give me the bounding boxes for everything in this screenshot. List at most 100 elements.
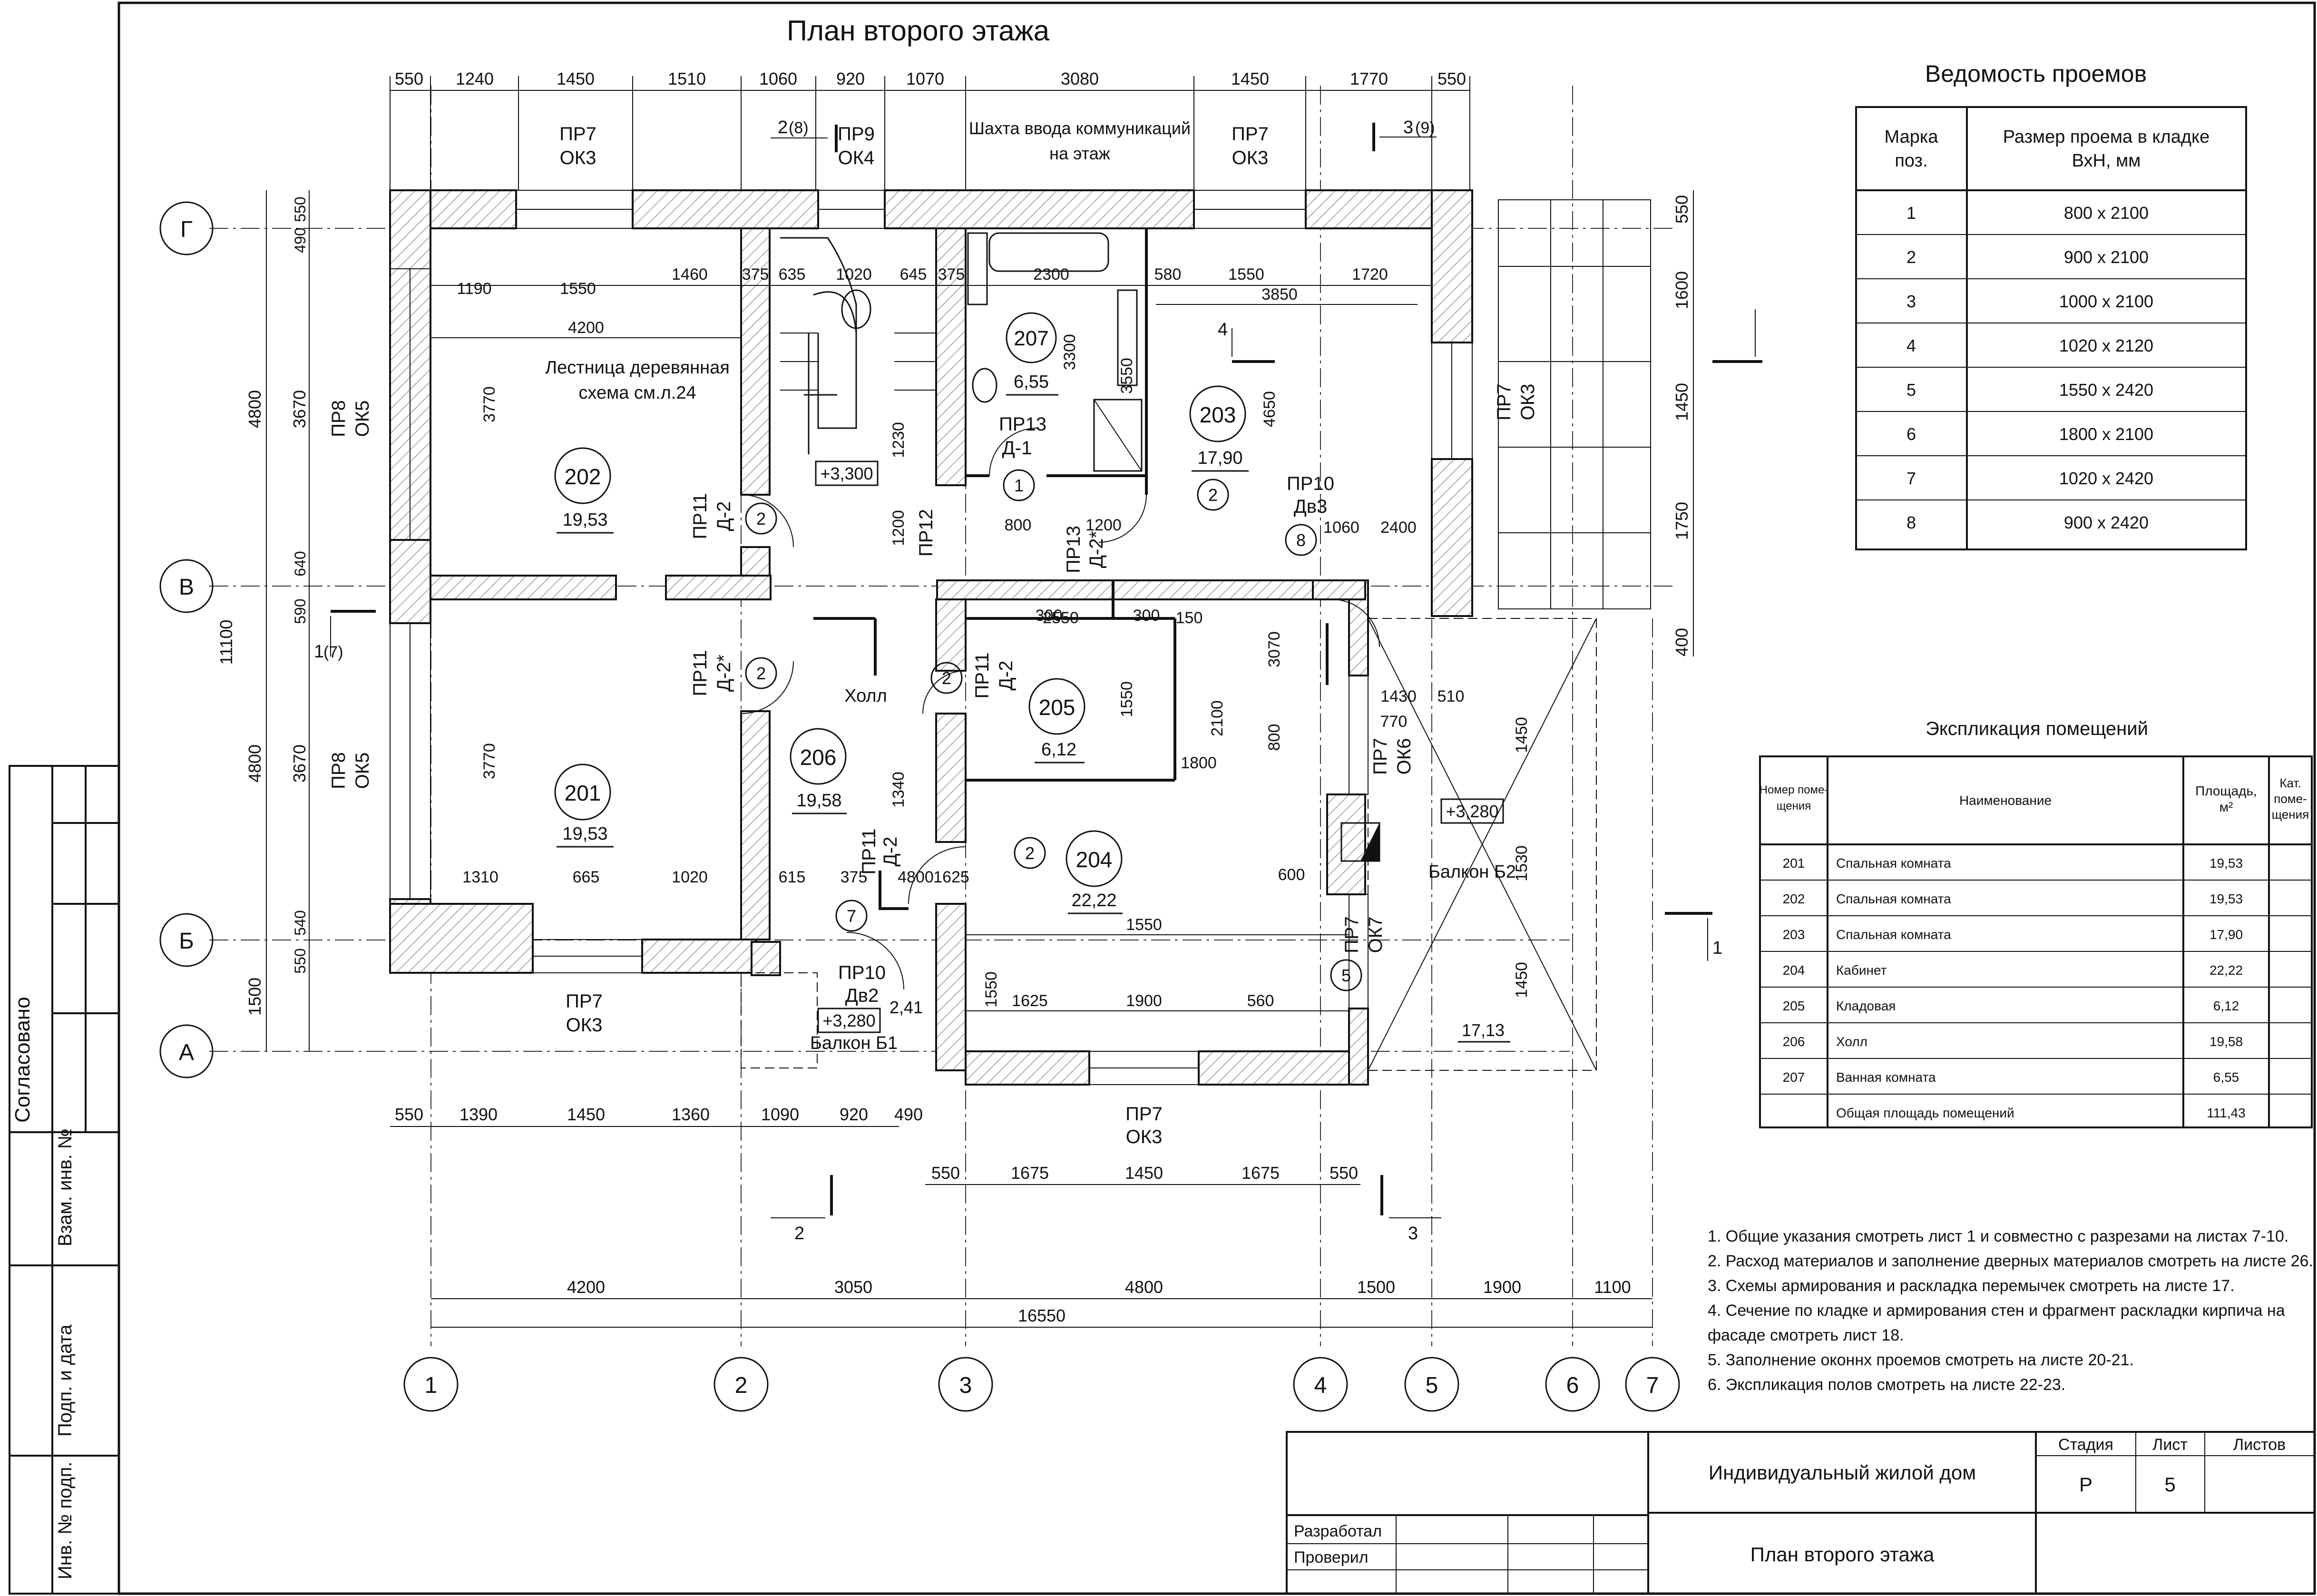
staircase	[780, 237, 936, 454]
level-mark-balcony1: +3,280	[822, 1011, 875, 1030]
rooms-row-area: 19,53	[2209, 891, 2243, 906]
idim-2: 635	[779, 265, 806, 284]
dim-bot1-5: 920	[840, 1105, 868, 1124]
axis-letter-g: Г	[180, 217, 193, 242]
openings-row-mark: 2	[1906, 247, 1916, 267]
dim-bot1-6: 490	[894, 1105, 923, 1124]
axis-letter-b: Б	[179, 929, 194, 954]
dim-right-4: 400	[1672, 628, 1691, 656]
rooms-row-no: 206	[1783, 1034, 1805, 1049]
idim-21: 1200	[1085, 516, 1122, 534]
section-3-top-ref: (9)	[1415, 119, 1435, 137]
idim-0: 1460	[672, 265, 708, 284]
idim-25: 300	[1036, 607, 1063, 625]
openings-row-mark: 3	[1906, 292, 1916, 311]
rooms-row-no: 201	[1783, 856, 1805, 871]
checked-label: Проверил	[1294, 1548, 1369, 1567]
shaft-note-2: на этаж	[1049, 144, 1110, 163]
room-201-area: 19,53	[562, 824, 607, 844]
door-mark-2d: 2	[1025, 843, 1035, 863]
idim-41: 1310	[462, 868, 499, 886]
dim-bot2-4: 550	[1330, 1163, 1358, 1183]
rooms-row-area: 17,90	[2209, 927, 2243, 942]
dim-right-0: 550	[1672, 195, 1691, 224]
dim-bot3-3: 1500	[1357, 1277, 1395, 1297]
inner-dimensions: 1460 375 635 1020 645 375 2300 580 1550 …	[430, 265, 1531, 1011]
tag-d2s: Д-2*	[714, 655, 734, 692]
door-mark-1: 1	[1014, 476, 1024, 495]
dim-left-in-6: 540	[292, 910, 309, 935]
openings-table-title: Ведомость проемов	[1925, 60, 2147, 87]
dim-bot1-1: 1390	[459, 1105, 498, 1124]
room-206-no: 206	[800, 745, 837, 770]
note-6: 6. Экспликация полов смотреть на листе 2…	[1708, 1376, 2065, 1394]
section-marks: 2 (8) 3 (9) 1 (7) 4 2 3 1	[314, 117, 1762, 1244]
tag-dv2: Дв2	[845, 985, 879, 1006]
sheet-value: 5	[2164, 1473, 2175, 1496]
dimension-chain-bottom: 550 1390 1450 1360 1090 920 490 550 1675…	[390, 1105, 1652, 1328]
axis-number-6: 6	[1566, 1373, 1579, 1398]
idim-39: 1340	[890, 772, 908, 808]
dim-total: 16550	[1018, 1306, 1066, 1325]
idim-50b: 1900	[1126, 992, 1162, 1010]
partitions	[966, 228, 1329, 782]
tag-pr11-3: ПР11	[972, 653, 993, 699]
tag-ok3-top1: ОК3	[560, 147, 596, 168]
dim-right-3: 1750	[1672, 502, 1691, 540]
openings-row-size: 900 х 2420	[2064, 513, 2149, 532]
dim-top-2: 1450	[557, 69, 595, 88]
dim-bot3-0: 4200	[567, 1277, 605, 1297]
rooms-row-area: 22,22	[2209, 963, 2243, 978]
level-mark-main: +3,300	[820, 464, 873, 483]
rooms-row-name: Спальная комната	[1836, 856, 1951, 871]
tag-pr8-2: ПР8	[328, 752, 349, 789]
balcony2-area: 17,13	[1462, 1020, 1505, 1040]
idim-48b: 1550	[1126, 916, 1162, 934]
section-2-top: 2	[778, 117, 788, 137]
axis-number-4: 4	[1314, 1373, 1327, 1398]
rooms-row-no: 202	[1783, 891, 1805, 906]
dim-bot2-1: 1675	[1011, 1163, 1049, 1183]
project-name: Индивидуальный жилой дом	[1709, 1461, 1976, 1484]
idim-14: 3770	[480, 386, 499, 422]
rooms-header-cat-2: поме-	[2274, 792, 2307, 806]
dim-bot3-2: 4800	[1125, 1277, 1163, 1297]
side-label-replace-inv: Взам. инв. №	[55, 1128, 76, 1246]
dim-bot2-0: 550	[931, 1163, 960, 1183]
door-marks: 2 2 2 2 2 1 5 7 8	[745, 469, 1362, 991]
idim-46: 4800	[898, 868, 934, 886]
section-1-left-ref: (7)	[323, 643, 343, 661]
note-2: 2. Расход материалов и заполнение дверны…	[1708, 1252, 2313, 1270]
room-207-area: 6,55	[1014, 372, 1049, 392]
idim-30: 150	[1176, 609, 1203, 627]
balcony1-label: Балкон Б1	[810, 1033, 898, 1053]
walls	[389, 189, 1473, 1086]
idim-45: 375	[841, 868, 868, 886]
dim-left-in-4: 590	[292, 598, 309, 624]
dim-left-in-2: 3670	[290, 390, 309, 428]
room-204-no: 204	[1076, 847, 1113, 872]
dim-top-1: 1240	[456, 69, 494, 88]
idim-7: 580	[1154, 265, 1182, 284]
stage-label: Стадия	[2058, 1436, 2113, 1454]
tag-d2-1: Д-2	[714, 501, 734, 531]
idim-48: 1430	[1380, 687, 1417, 705]
rooms-row-name: Ванная комната	[1836, 1070, 1936, 1085]
tag-d1: Д-1	[1002, 438, 1032, 459]
rooms-row-area: 6,12	[2213, 999, 2239, 1013]
shaft-note-1: Шахта ввода коммуникаций	[969, 118, 1191, 138]
title-block: Индивидуальный жилой дом План второго эт…	[1286, 1431, 2316, 1595]
door-mark-2b: 2	[756, 664, 766, 683]
dim-top-8: 1450	[1231, 69, 1269, 88]
idim-20: 800	[1005, 516, 1032, 534]
idim-34: 1550	[1118, 681, 1136, 717]
axis-number-7: 7	[1646, 1373, 1659, 1398]
idim-47: 1625	[933, 868, 969, 886]
room-203-no: 203	[1200, 402, 1236, 427]
rooms-row-name: Холл	[1836, 1034, 1867, 1049]
idim-32b: 3070	[1265, 631, 1283, 667]
section-3-bottom: 3	[1408, 1224, 1418, 1244]
tag-dv3: Дв3	[1294, 496, 1328, 517]
